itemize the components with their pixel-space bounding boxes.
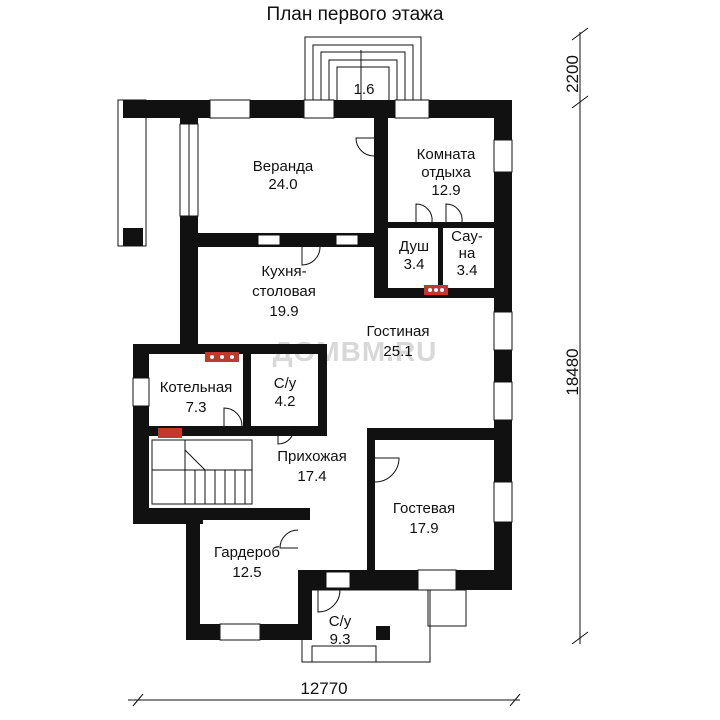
chimney xyxy=(376,626,390,640)
svg-text:Гардероб: Гардероб xyxy=(214,544,280,561)
appliances xyxy=(158,285,448,438)
svg-text:3.4: 3.4 xyxy=(404,256,425,273)
room-rest: Комната отдыха 12.9 xyxy=(417,146,476,199)
doors xyxy=(223,137,463,613)
staircase xyxy=(151,439,253,505)
svg-text:12.9: 12.9 xyxy=(431,182,460,199)
room-wc2: С/у 9.3 xyxy=(329,613,352,648)
room-wardrobe: Гардероб 12.5 xyxy=(214,544,280,581)
svg-text:на: на xyxy=(459,245,476,262)
dimension-lines xyxy=(128,27,589,707)
svg-text:17.4: 17.4 xyxy=(297,468,326,485)
svg-text:С/у: С/у xyxy=(329,613,352,630)
room-hall: Прихожая 17.4 xyxy=(277,448,347,485)
svg-text:столовая: столовая xyxy=(252,283,316,300)
room-kitchen: Кухня- столовая 19.9 xyxy=(252,263,316,320)
svg-text:25.1: 25.1 xyxy=(383,343,412,360)
svg-text:Гостиная: Гостиная xyxy=(367,323,430,340)
svg-text:С/у: С/у xyxy=(274,375,297,392)
dim-height: 18480 xyxy=(563,348,582,395)
svg-text:Прихожая: Прихожая xyxy=(277,448,347,465)
step-label: 1.6 xyxy=(354,81,375,98)
dim-porch: 2200 xyxy=(563,55,582,93)
svg-text:12.5: 12.5 xyxy=(232,564,261,581)
svg-text:9.3: 9.3 xyxy=(330,631,351,648)
svg-text:Кухня-: Кухня- xyxy=(261,263,306,280)
plan-title: План первого этажа xyxy=(267,4,444,25)
room-guest: Гостевая 17.9 xyxy=(393,500,455,537)
room-boiler: Котельная 7.3 xyxy=(160,379,233,416)
svg-text:Веранда: Веранда xyxy=(253,158,314,175)
svg-text:17.9: 17.9 xyxy=(409,520,438,537)
svg-text:Комната: Комната xyxy=(417,146,476,163)
terrace xyxy=(117,99,147,247)
svg-text:отдыха: отдыха xyxy=(421,164,471,181)
room-wc1: С/у 4.2 xyxy=(274,375,297,410)
svg-text:4.2: 4.2 xyxy=(275,393,296,410)
room-shower: Душ 3.4 xyxy=(399,238,429,273)
svg-text:7.3: 7.3 xyxy=(186,399,207,416)
room-veranda: Веранда 24.0 xyxy=(253,158,314,193)
svg-text:19.9: 19.9 xyxy=(269,303,298,320)
svg-text:24.0: 24.0 xyxy=(268,176,297,193)
windows xyxy=(132,99,513,641)
svg-text:Сау-: Сау- xyxy=(451,228,483,245)
room-sauna: Сау- на 3.4 xyxy=(451,228,483,279)
dim-width: 12770 xyxy=(300,679,347,698)
svg-text:Душ: Душ xyxy=(399,238,429,255)
svg-text:Гостевая: Гостевая xyxy=(393,500,455,517)
rear-porch xyxy=(301,589,467,663)
room-living: Гостиная 25.1 xyxy=(367,323,430,360)
svg-text:Котельная: Котельная xyxy=(160,379,233,396)
svg-text:3.4: 3.4 xyxy=(457,262,478,279)
